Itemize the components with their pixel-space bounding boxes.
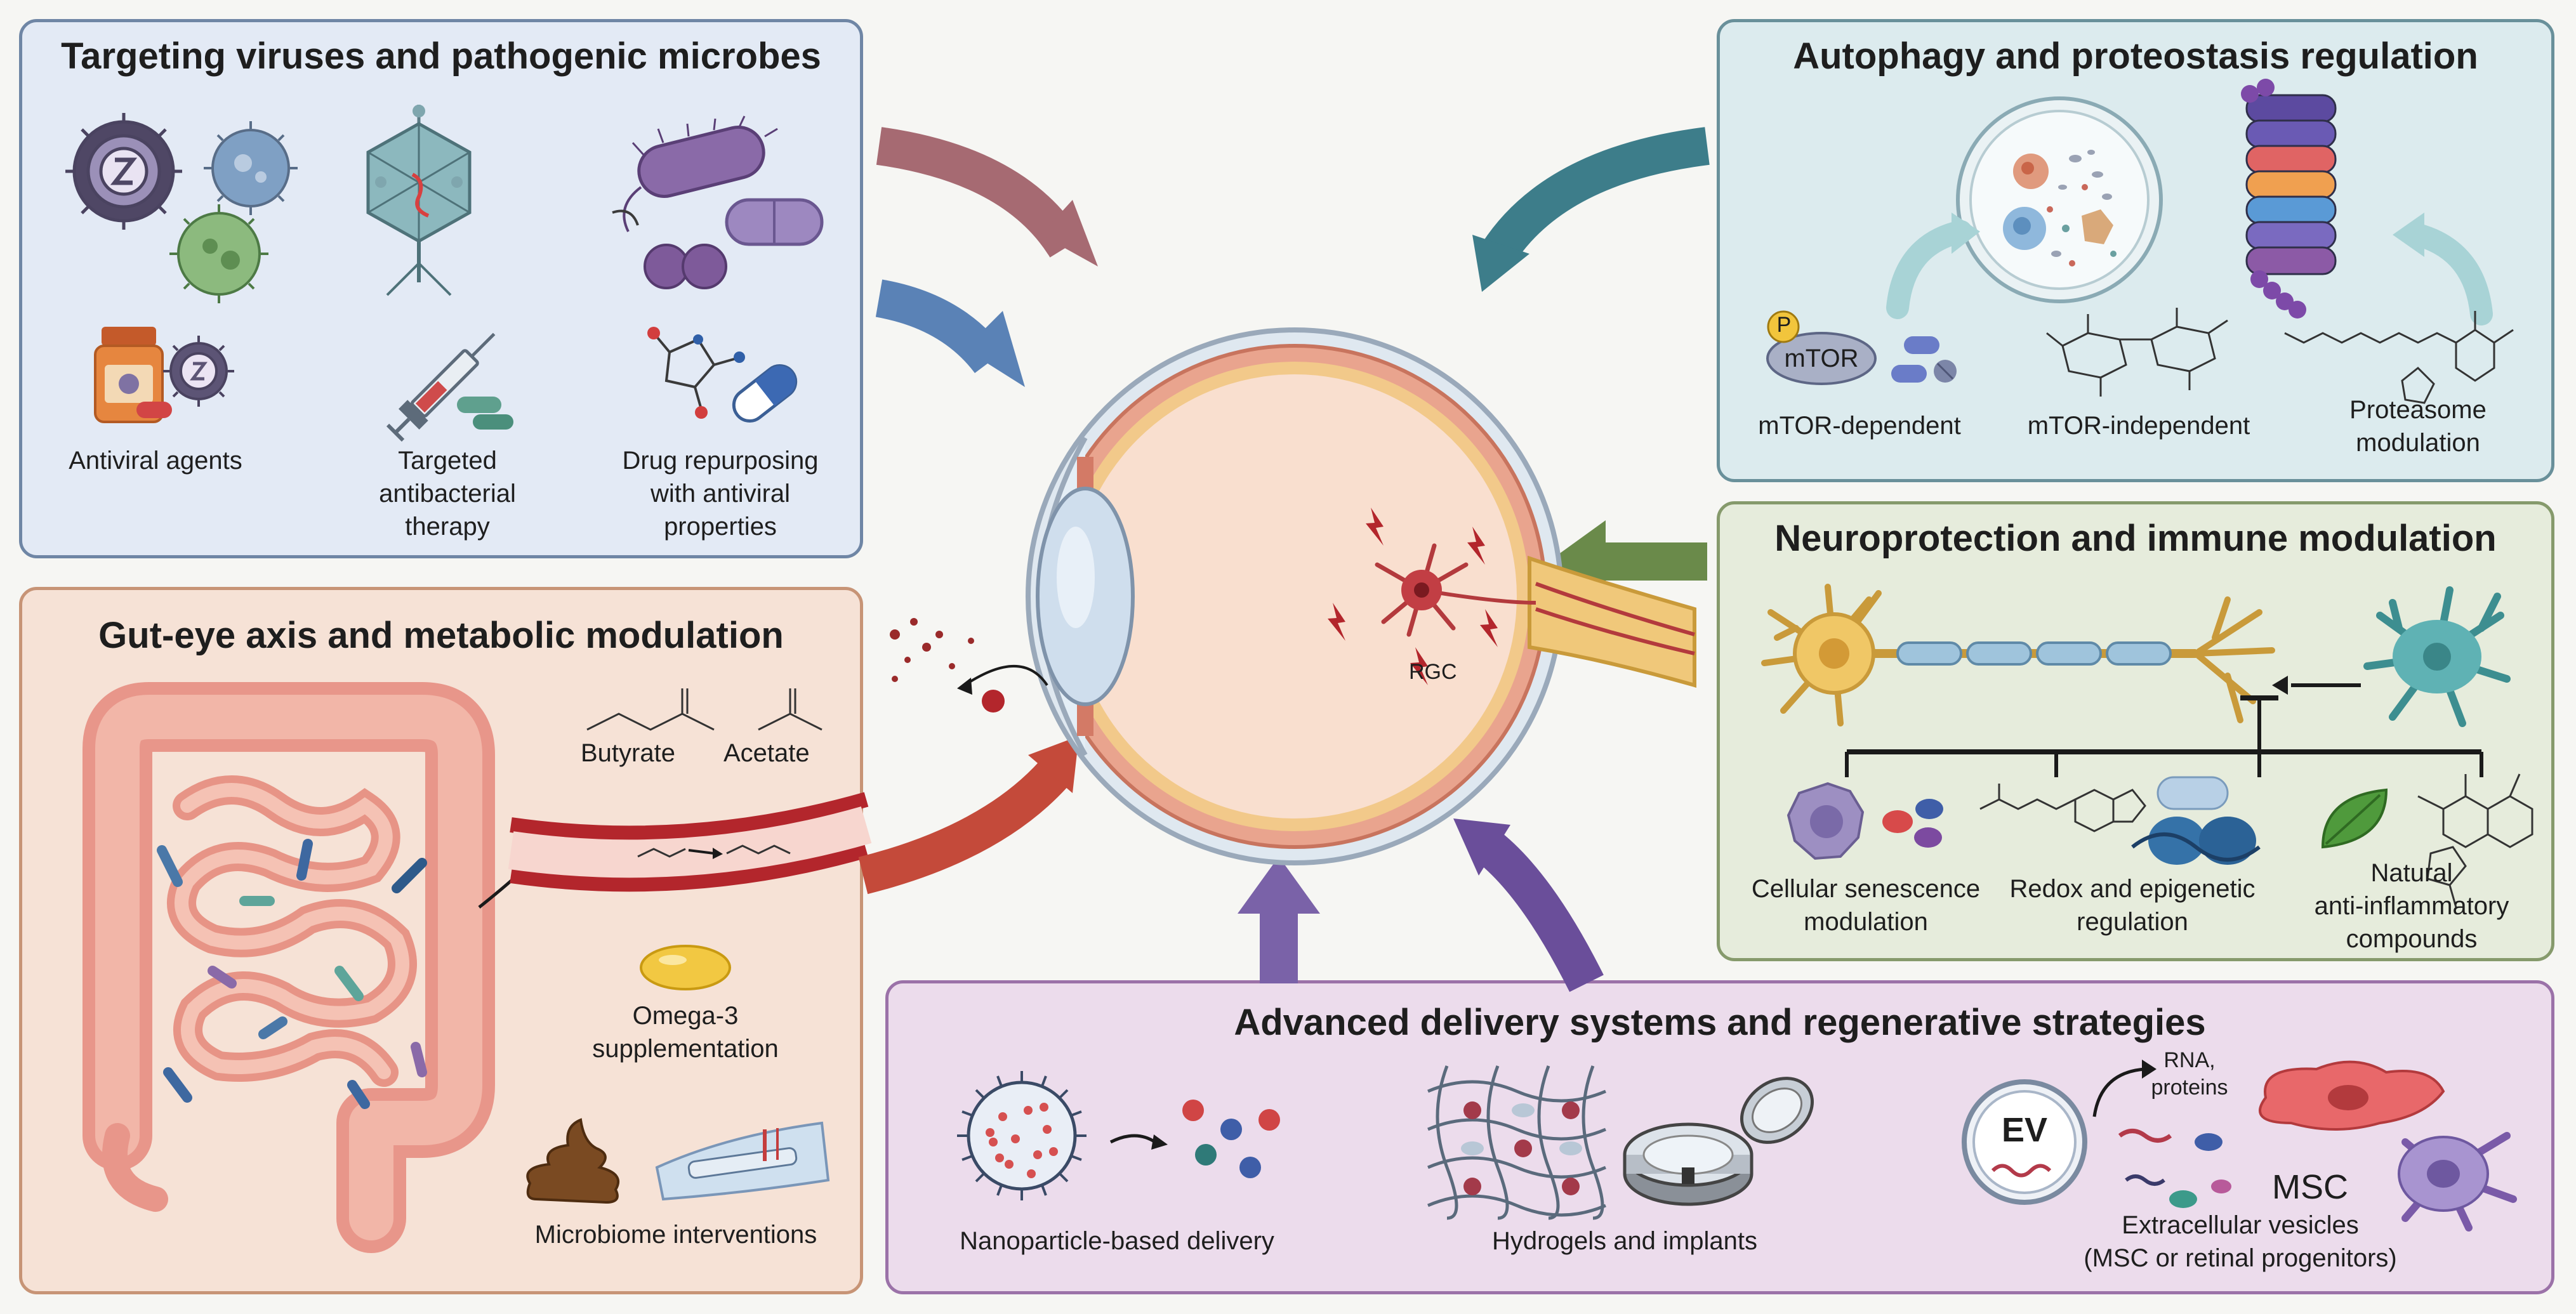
stool-icon bbox=[526, 1118, 620, 1204]
extracellular-vesicles-label: Extracellular vesicles (MSC or retinal p… bbox=[2084, 1211, 2397, 1272]
viruses-title: Targeting viruses and pathogenic microbe… bbox=[61, 36, 821, 77]
chromatin-icon bbox=[1979, 776, 2261, 865]
targeted-antibacterial-label: Targeted antibacterial therapy bbox=[379, 447, 516, 541]
disaccharide-molecule-icon bbox=[2046, 308, 2228, 397]
virus-cluster-icon bbox=[65, 113, 298, 303]
gut-title: Gut-eye axis and metabolic modulation bbox=[98, 615, 784, 656]
omega3-label: Omega-3 supplementation bbox=[592, 1002, 779, 1063]
inhibition-bracket-icon bbox=[1845, 676, 2483, 777]
ev-label: EV bbox=[2001, 1111, 2048, 1149]
arrow-to-dish-left-icon bbox=[1886, 213, 1980, 319]
fmt-device-icon bbox=[655, 1121, 830, 1201]
capsule-molecule-icon bbox=[647, 327, 798, 423]
redox-epigenetic-label: Redox and epigenetic regulation bbox=[2009, 875, 2256, 936]
arrow-viruses-top bbox=[876, 127, 1083, 258]
proteasome-modulation-label: Proteasome modulation bbox=[2349, 396, 2487, 457]
delivery-title: Advanced delivery systems and regenerati… bbox=[1234, 1002, 2206, 1043]
mtor-icon bbox=[1766, 310, 1957, 385]
viruses-panel: Targeting viruses and pathogenic microbe… bbox=[19, 19, 863, 558]
bacteriophage-icon bbox=[366, 105, 472, 296]
msc-cells-icon bbox=[2259, 1060, 2517, 1232]
leaf-icon bbox=[2321, 788, 2388, 849]
flavonoid-molecule-icon bbox=[2417, 773, 2533, 908]
senescent-cell-icon bbox=[1787, 782, 1943, 860]
extracellular-vesicle-icon bbox=[1962, 1079, 2087, 1205]
proteasome-icon bbox=[2241, 79, 2337, 319]
microbiome-label: Microbiome interventions bbox=[534, 1221, 817, 1249]
rna-proteins-label: RNA, proteins bbox=[2151, 1048, 2228, 1100]
microglia-icon bbox=[2363, 586, 2511, 727]
arrow-viruses-top-head bbox=[1041, 200, 1098, 266]
omega3-capsule-icon bbox=[640, 945, 731, 990]
hydrogels-label: Hydrogels and implants bbox=[1492, 1227, 1757, 1255]
msc-label: MSC bbox=[2272, 1168, 2348, 1206]
drug-repurposing-item: Drug repurposing with antiviral properti… bbox=[593, 314, 847, 555]
implant-disc-icon bbox=[1623, 1077, 1814, 1206]
intestine-icon bbox=[83, 682, 530, 1253]
autophagy-title: Autophagy and proteostasis regulation bbox=[1793, 36, 2478, 77]
nanoparticle-label: Nanoparticle-based delivery bbox=[960, 1227, 1274, 1255]
autophagosome-icon bbox=[1956, 96, 2163, 303]
blood-vessel-icon bbox=[508, 792, 872, 892]
neuro-panel: Neuroprotection and immune modulation bbox=[1717, 501, 2554, 961]
cellular-senescence-label: Cellular senescence modulation bbox=[1751, 875, 1981, 936]
rgc-label: RGC bbox=[1409, 660, 1457, 684]
drug-repurposing-label: Drug repurposing with antiviral properti… bbox=[622, 447, 819, 541]
nanoparticle-icon bbox=[957, 1071, 1280, 1200]
hydrogel-mesh-icon bbox=[1427, 1065, 1606, 1220]
natural-anti-inflammatory-label: Natural anti-inflammatory compounds bbox=[2314, 859, 2509, 953]
butyrate-molecule-icon bbox=[586, 688, 715, 731]
gut-panel: Gut-eye axis and metabolic modulation bbox=[19, 587, 872, 1294]
antiviral-agents-label: Antiviral agents bbox=[69, 447, 242, 475]
bacteria-icon bbox=[612, 115, 824, 289]
ev-arrow-icon bbox=[2092, 1060, 2157, 1117]
delivery-panel: Advanced delivery systems and regenerati… bbox=[885, 980, 2554, 1294]
butyrate-label: Butyrate bbox=[581, 739, 675, 767]
neuro-title: Neuroprotection and immune modulation bbox=[1774, 518, 2497, 559]
acetate-molecule-icon bbox=[758, 688, 822, 731]
cargo-molecules-icon bbox=[2118, 1129, 2231, 1208]
mtor-independent-label: mTOR-independent bbox=[2027, 412, 2250, 440]
bortezomib-molecule-icon bbox=[2284, 311, 2514, 404]
phospho-label: P bbox=[1776, 313, 1792, 337]
syringe-icon bbox=[386, 332, 513, 442]
arrow-to-proteasome-icon bbox=[2393, 213, 2493, 325]
eye-illustration: RGC bbox=[876, 254, 1714, 952]
autophagy-panel: Autophagy and proteostasis regulation bbox=[1717, 19, 2554, 482]
antiviral-agents-item: Antiviral agents bbox=[41, 314, 270, 523]
mtor-label: mTOR bbox=[1784, 345, 1859, 372]
mtor-dependent-label: mTOR-dependent bbox=[1758, 412, 1961, 440]
targeted-antibacterial-item: Targeted antibacterial therapy bbox=[327, 314, 568, 555]
eye-icon bbox=[890, 327, 1696, 865]
acetate-label: Acetate bbox=[723, 739, 810, 767]
neuron-icon bbox=[1761, 584, 2275, 726]
antiviral-agents-icon bbox=[94, 327, 234, 423]
